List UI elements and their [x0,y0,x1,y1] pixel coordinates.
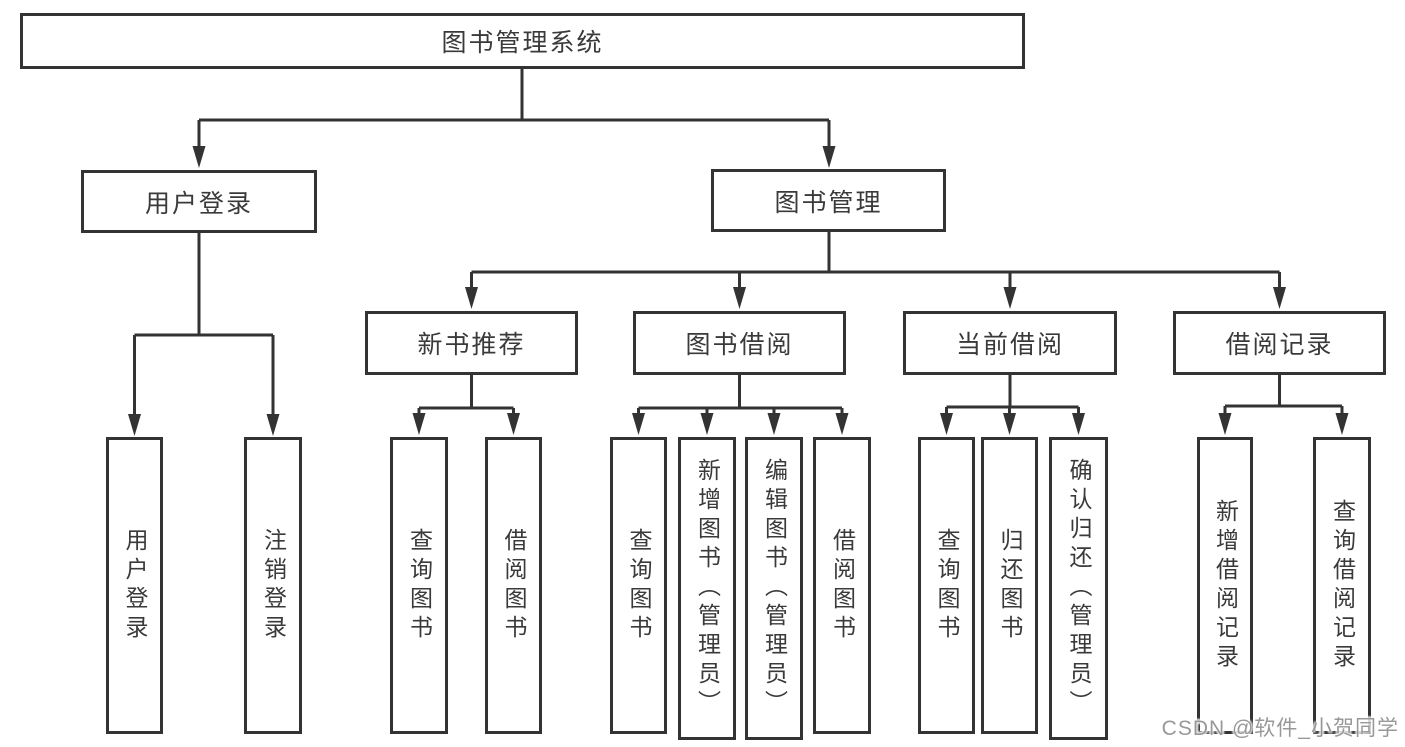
node-leaf-recommend-query-books-label: 查询图书 [406,527,433,644]
node-leaf-query-borrow-record-label: 查询借阅记录 [1329,498,1356,673]
node-leaf-return-books: 归还图书 [981,437,1038,734]
node-leaf-borrow-books: 借阅图书 [813,437,871,734]
node-user-login: 用户登录 [81,170,317,233]
node-book-management: 图书管理 [711,169,946,232]
node-leaf-add-books-admin-label: 新增图书（管理员） [694,458,721,719]
node-root: 图书管理系统 [20,13,1025,69]
node-leaf-add-borrow-record-label: 新增借阅记录 [1212,498,1239,673]
node-leaf-logout-label: 注销登录 [260,527,287,644]
node-borrowing-records: 借阅记录 [1173,311,1386,375]
node-leaf-add-borrow-record: 新增借阅记录 [1197,437,1253,734]
node-leaf-current-query-books: 查询图书 [918,437,975,734]
connector-current-borrowing-to-leaves [940,375,1085,435]
connector-borrowing-records-to-leaves [1218,375,1349,435]
node-leaf-logout: 注销登录 [244,437,302,734]
connector-book-management-to-level3 [465,232,1286,309]
node-leaf-edit-books-admin-label: 编辑图书（管理员） [761,458,788,719]
node-leaf-add-books-admin: 新增图书（管理员） [678,437,736,740]
node-current-borrowing-label: 当前借阅 [955,331,1064,359]
connector-book-borrowing-to-leaves [632,375,849,435]
node-leaf-current-query-books-label: 查询图书 [934,527,960,644]
node-book-management-label: 图书管理 [774,188,883,217]
node-current-borrowing: 当前借阅 [903,311,1117,375]
node-root-label: 图书管理系统 [441,29,604,57]
node-leaf-confirm-return-admin-label: 确认归还（管理员） [1066,458,1092,719]
node-leaf-user-login: 用户登录 [106,437,163,734]
node-new-book-recommend-label: 新书推荐 [417,331,526,359]
node-user-login-label: 用户登录 [144,189,253,218]
node-book-borrowing: 图书借阅 [633,311,846,375]
connector-new-book-recommend-to-leaves [412,375,520,435]
node-leaf-recommend-borrow-books-label: 借阅图书 [501,527,527,644]
node-leaf-confirm-return-admin: 确认归还（管理员） [1049,437,1108,740]
node-leaf-recommend-borrow-books: 借阅图书 [485,437,542,734]
node-leaf-borrow-books-label: 借阅图书 [829,527,856,644]
node-new-book-recommend: 新书推荐 [365,311,578,375]
node-leaf-query-borrow-record: 查询借阅记录 [1313,437,1371,734]
node-leaf-recommend-query-books: 查询图书 [390,437,448,734]
node-leaf-edit-books-admin: 编辑图书（管理员） [745,437,803,740]
node-leaf-borrow-query-books-label: 查询图书 [626,527,652,644]
node-leaf-return-books-label: 归还图书 [997,527,1023,644]
node-borrowing-records-label: 借阅记录 [1225,331,1334,359]
node-leaf-user-login-label: 用户登录 [122,527,148,644]
node-leaf-borrow-query-books: 查询图书 [610,437,667,734]
csdn-watermark: CSDN @软件_小贺同学 [1161,717,1399,740]
connector-user-login-to-leaves [128,233,280,436]
node-book-borrowing-label: 图书借阅 [685,331,794,359]
connector-root-to-level2 [192,69,836,168]
